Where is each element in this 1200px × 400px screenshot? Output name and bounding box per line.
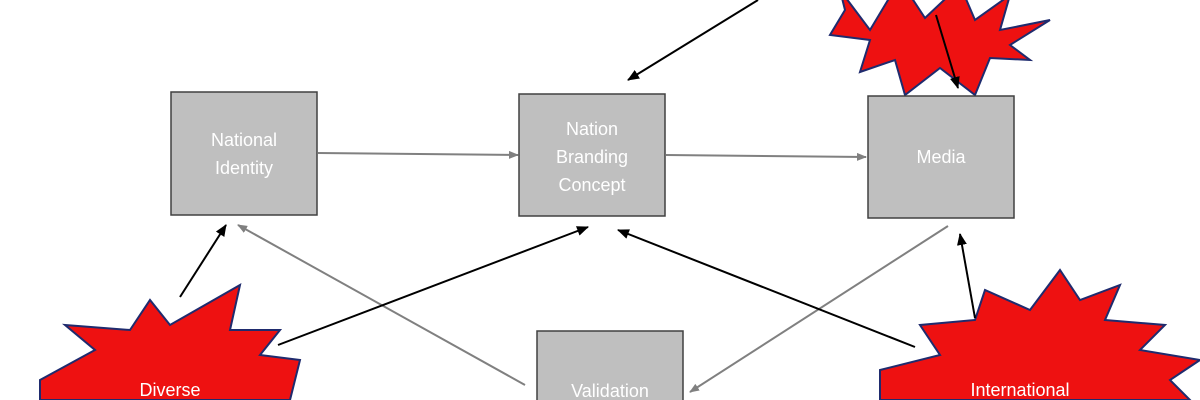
burst-international-label: International [970,380,1069,400]
box-nation-branding-line2: Branding [556,147,628,167]
arrow-burst-to-media [935,14,960,89]
box-media: Media [867,95,1015,219]
burst-diverse-label: Diverse [139,380,200,400]
box-validation: Validation [536,330,684,400]
arrow-branding-to-media [665,152,867,161]
arrow-offscreen-to-branding [627,0,759,81]
arrow-diverse-to-branding [277,226,589,346]
box-nation-branding-line3: Concept [558,175,625,195]
box-national-identity: National Identity [170,91,318,216]
box-validation-label: Validation [571,381,649,400]
arrow-diverse-to-identity [179,224,227,298]
box-national-identity-line1: National [211,130,277,150]
box-nation-branding-concept: Nation Branding Concept [518,93,666,217]
box-media-label: Media [916,147,966,167]
arrow-international-to-media [957,233,976,319]
arrow-international-to-branding [617,229,916,348]
box-national-identity-line2: Identity [215,158,273,178]
burst-top-right [828,0,1051,97]
arrow-identity-to-branding [317,150,519,159]
burst-international [879,268,1200,400]
burst-diverse [39,283,302,400]
box-nation-branding-line1: Nation [566,119,618,139]
